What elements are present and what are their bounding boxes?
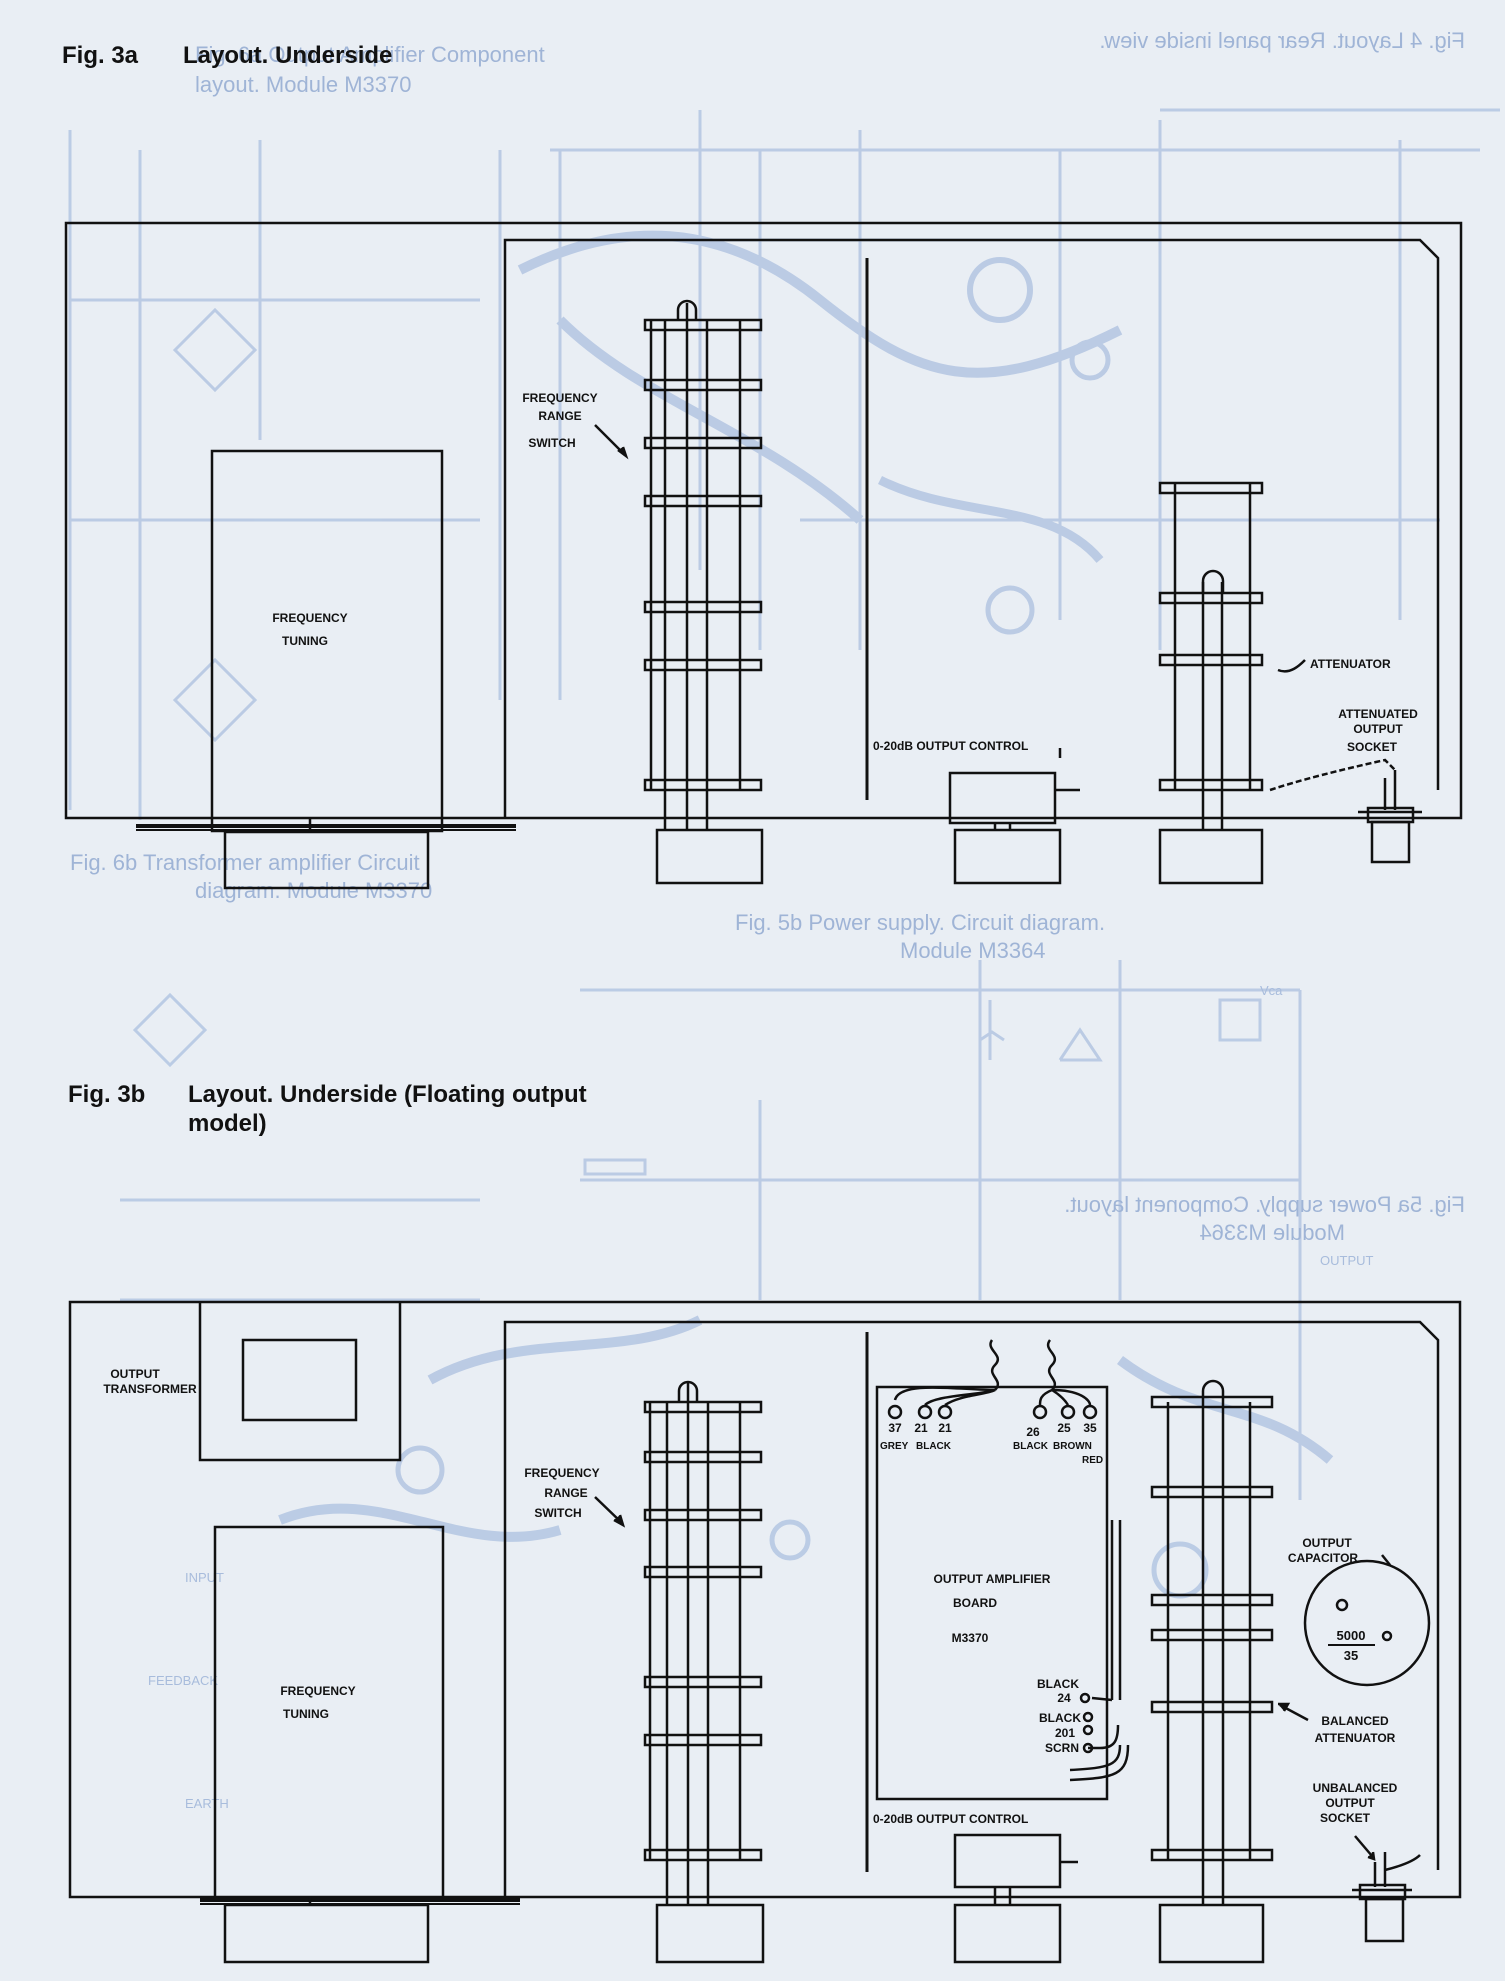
bleed-caption-rear-panel: Fig. 4 Layout. Rear panel inside view.: [1099, 28, 1465, 53]
pin-35-label: 35: [1083, 1421, 1097, 1435]
fig-3b-output-control-label: 0-20dB OUTPUT CONTROL: [873, 1812, 1028, 1826]
fig-3b-transformer-label-1: OUTPUT: [110, 1367, 160, 1381]
fig-3b-number: Fig. 3b: [68, 1081, 145, 1108]
black-201-label-2: 201: [1055, 1726, 1075, 1740]
bleed-caption-5a: Fig. 5a Power supply. Component layout.: [1064, 1192, 1465, 1217]
capacitor-label-1: OUTPUT: [1302, 1536, 1352, 1550]
black-201-label-1: BLACK: [1039, 1711, 1081, 1725]
fig-3b-title-line-2: model): [188, 1110, 267, 1137]
fig-3a-range-switch: [643, 299, 764, 885]
fig-3b-output-control-pot: [953, 1833, 1078, 1964]
bleed-vca-label: Vca: [1260, 983, 1283, 998]
pin-26-label: 26: [1026, 1425, 1040, 1439]
fig-3b-socket-arrow: [1354, 1835, 1373, 1857]
fig-3a-inner-partition: [503, 238, 1440, 818]
unbal-label-1: UNBALANCED: [1313, 1781, 1398, 1795]
capacitor-value-2: 35: [1344, 1648, 1358, 1663]
bleed-caption-component-layout: Fig. 6a Output Amplifier Component: [195, 42, 545, 67]
fig-3b-output-transformer: [198, 1302, 402, 1462]
fig-3a-freq-tuning-label-1: FREQUENCY: [272, 611, 347, 625]
pin-21b-label: 21: [938, 1421, 952, 1435]
capacitor-value-1: 5000: [1337, 1628, 1366, 1643]
fig-3b-labels: OUTPUT TRANSFORMER FREQUENCY RANGE SWITC…: [103, 1367, 1397, 1826]
fig-3a-attenuator-label: ATTENUATOR: [1310, 657, 1391, 671]
fig-3b-output-amplifier-board: [875, 1339, 1130, 1801]
fig-3a-freq-range-label-3: SWITCH: [528, 436, 575, 450]
fig-3a-freq-range-label-1: FREQUENCY: [522, 391, 597, 405]
fig-3a-attenuator: [1158, 481, 1264, 885]
fig-3a-att-socket-label-3: SOCKET: [1347, 740, 1398, 754]
fig-3b-freq-tuning-label-2: TUNING: [283, 1707, 329, 1721]
fig-3b-freq-tuning-label-1: FREQUENCY: [280, 1684, 355, 1698]
bleed-caption-component-layout-2: layout. Module M3370: [195, 72, 411, 97]
bleed-caption-6b-2: diagram. Module M3370: [195, 878, 432, 903]
unbal-label-3: SOCKET: [1320, 1811, 1371, 1825]
fig-3b-inner-partition: [503, 1320, 1440, 1897]
wire-grey-label: GREY: [880, 1441, 909, 1452]
bleed-caption-5b-2: Module M3364: [900, 938, 1046, 963]
fig-3b: Fig. 3b Layout. Underside (Floating outp…: [68, 1081, 1462, 1964]
bleed-output-label: OUTPUT: [1320, 1253, 1374, 1268]
fig-3b-tuning-knob: [223, 1903, 430, 1964]
amp-board-label-3: M3370: [952, 1631, 989, 1645]
wire-black-b-label: BLACK: [1013, 1441, 1049, 1452]
wire-brown-label: BROWN: [1053, 1441, 1092, 1452]
fig-3a-att-socket-label-1: ATTENUATED: [1338, 707, 1418, 721]
bal-att-label-1: BALANCED: [1321, 1714, 1389, 1728]
bleed-caption-5a-2: Module M3364: [1199, 1220, 1345, 1245]
fig-3a-output-control-pot: [948, 771, 1080, 885]
fig-3b-range-switch: [643, 1380, 765, 1964]
fig-3b-balanced-attenuator: [1150, 1379, 1274, 1964]
fig-3b-capacitor-arrow: [1381, 1554, 1391, 1566]
bleed-caption-5b: Fig. 5b Power supply. Circuit diagram.: [735, 910, 1105, 935]
pin-25-label: 25: [1057, 1421, 1071, 1435]
unbal-label-2: OUTPUT: [1325, 1796, 1375, 1810]
fig-3a-title: Layout. Underside: [183, 42, 392, 69]
bleed-earth-label: EARTH: [185, 1796, 229, 1811]
bleed-through-text: Fig. 6a Output Amplifier Component layou…: [70, 28, 1465, 1811]
fig-3b-frequency-tuning-box: [213, 1525, 445, 1901]
fig-3a-freq-tuning-label-2: TUNING: [282, 634, 328, 648]
wire-black-a-label: BLACK: [916, 1441, 952, 1452]
fig-3a-att-socket-label-2: OUTPUT: [1353, 722, 1403, 736]
fig-3b-chassis-outline: [68, 1300, 1462, 1899]
black-24-label-1: BLACK: [1037, 1677, 1079, 1691]
fig-3a-freq-range-label-2: RANGE: [538, 409, 581, 423]
pin-21a-label: 21: [914, 1421, 928, 1435]
fig-3a: Fig. 3a Layout. Underside: [62, 42, 1463, 890]
amp-board-label-2: BOARD: [953, 1596, 997, 1610]
fig-3b-title-line-1: Layout. Underside (Floating output: [188, 1081, 587, 1108]
fig-3a-number: Fig. 3a: [62, 42, 139, 69]
fig-3b-freq-range-label-2: RANGE: [544, 1486, 587, 1500]
amp-board-label-1: OUTPUT AMPLIFIER: [934, 1572, 1051, 1586]
fig-3a-chassis-outline: [64, 221, 1463, 820]
fig-3a-attenuated-socket: [1269, 758, 1422, 864]
fig-3b-freq-range-label-1: FREQUENCY: [524, 1466, 599, 1480]
fig-3b-unbalanced-socket: [1352, 1852, 1421, 1943]
fig-3b-transformer-label-2: TRANSFORMER: [103, 1382, 197, 1396]
capacitor-label-2: CAPACITOR: [1288, 1551, 1359, 1565]
black-24-label-2: 24: [1057, 1691, 1071, 1705]
wire-red-label: RED: [1082, 1455, 1103, 1466]
pin-37-label: 37: [888, 1421, 902, 1435]
bal-att-label-2: ATTENUATOR: [1315, 1731, 1396, 1745]
fig-3b-freq-range-label-3: SWITCH: [534, 1506, 581, 1520]
bleed-feedback-label: FEEDBACK: [148, 1673, 218, 1688]
bleed-input-label: INPUT: [185, 1570, 224, 1585]
bleed-caption-6b: Fig. 6b Transformer amplifier Circuit: [70, 850, 420, 875]
fig-3a-output-control-label: 0-20dB OUTPUT CONTROL: [873, 739, 1028, 753]
fig-3a-tuning-knob: [223, 830, 430, 890]
fig-3a-labels: FREQUENCY RANGE SWITCH FREQUENCY TUNING …: [272, 391, 1418, 754]
fig-3a-attenuator-arrow: [1277, 659, 1306, 673]
scrn-label: SCRN: [1045, 1741, 1079, 1755]
fig-3b-output-capacitor: [1303, 1559, 1431, 1687]
